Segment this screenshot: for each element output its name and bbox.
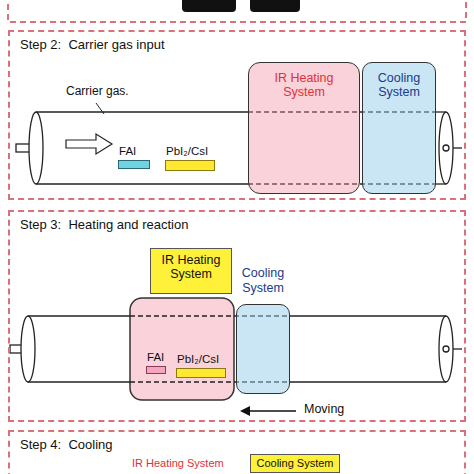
- highlight-label-box: IR Heating System: [150, 248, 232, 294]
- pbi2-csi-sample: PbI₂/CsI: [165, 160, 215, 171]
- cooling-system-box: Cooling System: [362, 62, 436, 194]
- step-title: Step 4: Cooling: [20, 438, 113, 453]
- tube-step2: [36, 183, 248, 184]
- cooling-system-box: Cooling System: [236, 304, 290, 394]
- step-title: Step 3: Heating and reaction: [20, 218, 188, 233]
- tube-step2: [453, 147, 462, 148]
- pbi2-csi-sample: PbI₂/CsI: [176, 368, 226, 378]
- box-text: IR Heating System: [255, 71, 353, 100]
- step-panel: Step 2: Carrier gas input IR Heating Syst…: [8, 30, 466, 200]
- tube-step3: [290, 381, 446, 382]
- tube-step3: [439, 316, 453, 382]
- moving-arrow: [248, 410, 296, 411]
- previous-panel: [250, 0, 300, 12]
- tube-step3: [10, 298, 462, 400]
- tube-step2: [29, 112, 43, 184]
- gas-flow-arrow: [96, 103, 104, 114]
- box-text: IR Heating System: [151, 249, 231, 286]
- gas-flow-arrow: [66, 134, 112, 154]
- tube-step3: [443, 346, 449, 352]
- tube-step2: [16, 144, 30, 152]
- highlight-label-box: Cooling System: [250, 454, 340, 473]
- tube-step3: [21, 316, 35, 382]
- step-title: Step 2: Carrier gas input: [20, 38, 165, 53]
- tube-step2: [36, 111, 248, 112]
- box-text: Cooling System: [251, 455, 339, 472]
- previous-panel: [182, 0, 236, 12]
- moving-arrow: [240, 406, 296, 416]
- box-text: Cooling System: [367, 71, 431, 100]
- gas-flow-arrow: [66, 103, 112, 154]
- tube-step3: [28, 315, 130, 316]
- system-label: IR Heating System: [132, 457, 224, 470]
- step-panel: Step 3: Heating and reaction IR Heating S…: [8, 210, 466, 422]
- step-panel: Step 4: CoolingCooling System: [8, 430, 466, 474]
- box-text: PbI₂/CsI: [177, 353, 219, 366]
- tube-step3: [130, 298, 234, 400]
- tube-step3: [453, 348, 462, 349]
- tube-step3: [10, 345, 22, 353]
- annotation: Carrier gas.: [66, 85, 129, 99]
- fai-sample: FAI: [118, 160, 150, 169]
- box-text: Cooling System: [231, 266, 295, 295]
- tube-step2: [439, 112, 453, 184]
- box-text: FAI: [119, 145, 136, 158]
- tube-step3: [28, 381, 130, 382]
- heating-system-box: IR Heating System: [248, 62, 360, 194]
- motion-label: Moving: [304, 402, 344, 416]
- box-text: FAI: [147, 351, 164, 364]
- previous-panel: [8, 0, 466, 22]
- box-text: PbI₂/CsI: [166, 145, 208, 158]
- previous-panel: [8, 0, 466, 22]
- tube-step2: [443, 145, 449, 151]
- tube-step3: [290, 315, 446, 316]
- fai-sample: FAI: [146, 366, 166, 374]
- moving-arrow: [240, 406, 250, 416]
